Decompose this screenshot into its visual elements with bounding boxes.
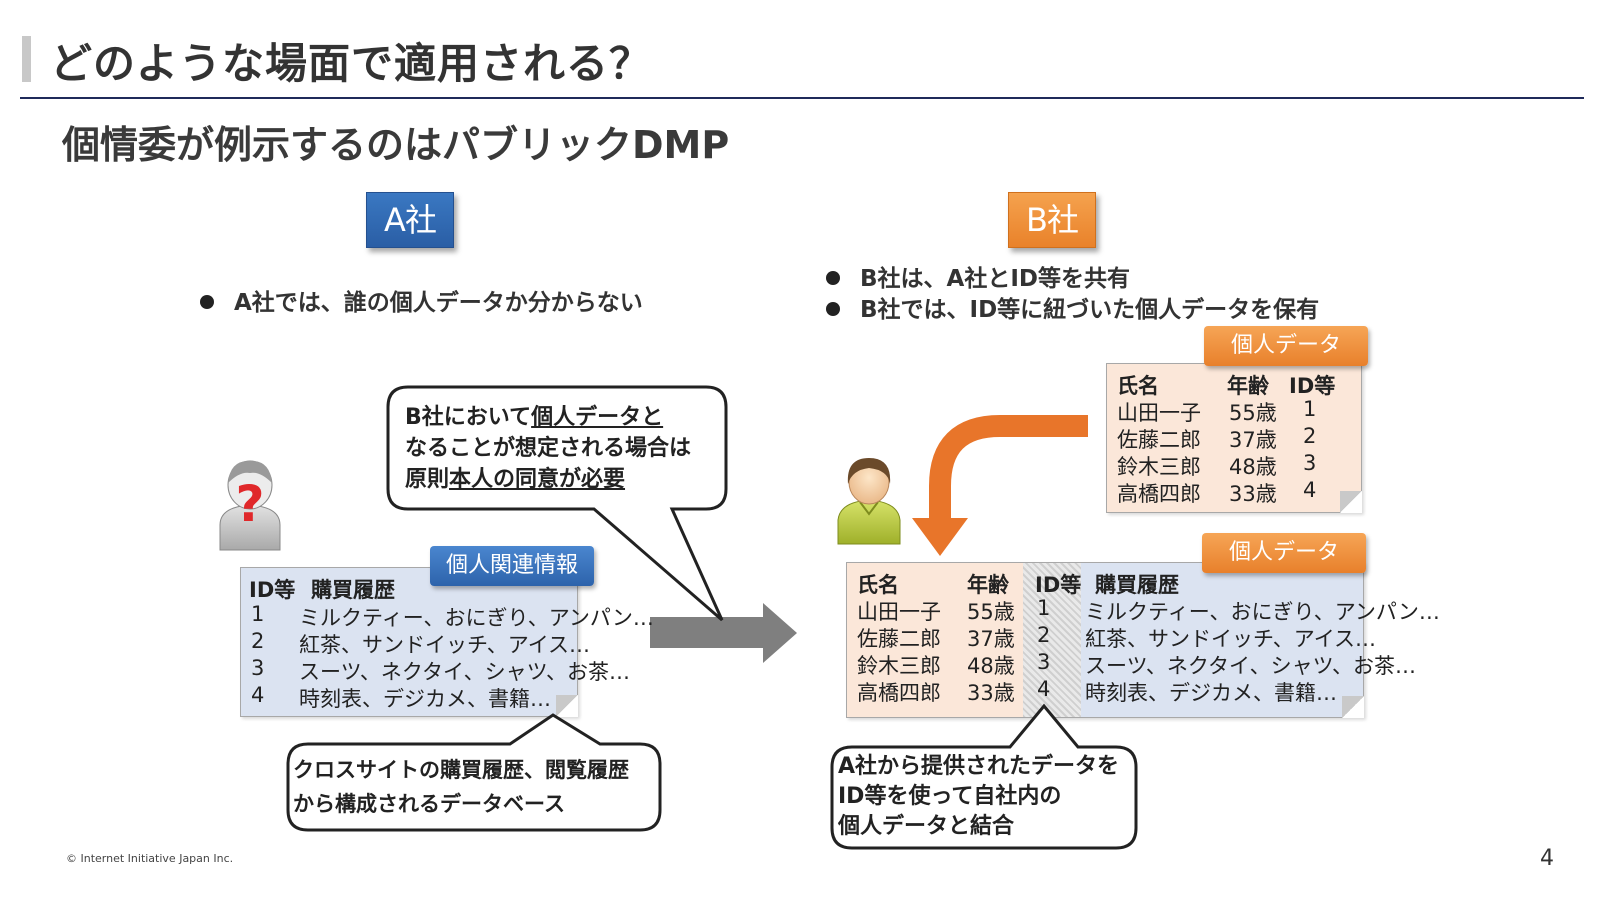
table-cell: 37歳 xyxy=(1229,428,1277,452)
company-b-personal-data-note: 氏名 年齢 ID等 山田一子 55歳 1 佐藤二郎 37歳 2 鈴木三郎 48歳… xyxy=(1106,363,1362,513)
table-cell: 4 xyxy=(1303,478,1317,502)
table-header: 年齢 xyxy=(967,573,1009,597)
table-cell: 55歳 xyxy=(1229,401,1277,425)
merge-callout-shape xyxy=(830,703,1138,850)
table-cell: 時刻表、デジカメ、書籍… xyxy=(1085,681,1337,705)
personal-data-tag-bottom: 個人データ xyxy=(1202,533,1366,573)
slide-title: どのような場面で適用される？ xyxy=(50,39,653,88)
table-cell: 2 xyxy=(1037,623,1051,647)
person-icon xyxy=(837,458,901,545)
table-cell: 4 xyxy=(251,683,265,707)
table-cell: 2 xyxy=(251,629,265,653)
title-accent-bar xyxy=(22,36,31,82)
slide-subtitle: 個情委が例示するのはパブリックDMP xyxy=(62,123,730,167)
consent-callout-shape xyxy=(386,385,728,622)
bullet-dot xyxy=(200,294,214,309)
database-callout-text: クロスサイトの購買履歴、閲覧履歴 から構成されるデータベース xyxy=(293,758,629,816)
table-cell: 2 xyxy=(1303,424,1317,448)
merged-id-column-shade xyxy=(1023,563,1081,717)
company-b-merged-data-note: 氏名 年齢 ID等 購買履歴 山田一子 55歳 1 ミルクティー、おにぎり、アン… xyxy=(846,562,1440,718)
table-header: ID等 xyxy=(249,578,296,602)
table-header: 氏名 xyxy=(1117,374,1159,398)
note-fold xyxy=(556,695,578,717)
table-cell: 33歳 xyxy=(1229,482,1277,506)
table-cell: 時刻表、デジカメ、書籍… xyxy=(299,687,551,711)
table-cell: 高橋四郎 xyxy=(857,681,941,705)
table-cell: 鈴木三郎 xyxy=(857,654,941,678)
table-cell: 佐藤二郎 xyxy=(1117,428,1201,452)
table-cell: 3 xyxy=(1037,650,1051,674)
table-header: 購買履歴 xyxy=(311,578,395,602)
database-callout-shape xyxy=(286,713,662,832)
table-cell: 佐藤二郎 xyxy=(857,627,941,651)
table-cell: 33歳 xyxy=(967,681,1015,705)
company-a-badge: A社 xyxy=(366,192,454,248)
note-fold xyxy=(1340,491,1362,513)
gray-transfer-arrow xyxy=(650,603,797,663)
table-cell: 高橋四郎 xyxy=(1117,482,1201,506)
bullet-dot xyxy=(826,301,840,316)
question-mark: ? xyxy=(235,475,264,533)
table-header: ID等 xyxy=(1035,573,1082,597)
company-b-bullet-1: B社は、A社とID等を共有 xyxy=(826,259,1130,293)
note-fold xyxy=(1342,696,1364,718)
table-header: 購買履歴 xyxy=(1095,573,1179,597)
table-header: 年齢 xyxy=(1227,374,1269,398)
personal-data-tag-top: 個人データ xyxy=(1204,326,1368,366)
table-cell: 鈴木三郎 xyxy=(1117,455,1201,479)
title-rule xyxy=(20,97,1584,99)
consent-callout-text: B社において個人データと なることが想定される場合は 原則本人の同意が必要 xyxy=(405,405,692,492)
table-cell: スーツ、ネクタイ、シャツ、お茶… xyxy=(299,660,630,684)
table-cell: 3 xyxy=(1303,451,1317,475)
table-cell: 48歳 xyxy=(1229,455,1277,479)
table-cell: 1 xyxy=(1303,397,1317,421)
table-cell: 1 xyxy=(1037,596,1051,620)
table-cell: 4 xyxy=(1037,677,1051,701)
bullet-dot xyxy=(826,270,840,285)
merge-callout-text: A社から提供されたデータを ID等を使って自社内の 個人データと結合 xyxy=(838,754,1120,839)
merged-personal-section xyxy=(847,563,1023,717)
company-b-bullet-2: B社では、ID等に紐づいた個人データを保有 xyxy=(826,290,1319,324)
table-cell: 山田一子 xyxy=(857,600,941,624)
table-cell: 山田一子 xyxy=(1117,401,1201,425)
unknown-person-icon: ? xyxy=(219,460,281,551)
copyright-footer: © Internet Initiative Japan Inc. xyxy=(66,852,234,865)
table-cell: 1 xyxy=(251,602,265,626)
table-cell: 37歳 xyxy=(967,627,1015,651)
company-a-bullet: A社では、誰の個人データか分からない xyxy=(200,283,643,317)
personal-related-info-tag: 個人関連情報 xyxy=(430,546,594,586)
table-cell: 48歳 xyxy=(967,654,1015,678)
table-cell: ミルクティー、おにぎり、アンパン… xyxy=(299,606,654,630)
orange-merge-arrow xyxy=(929,415,1088,520)
company-b-badge: B社 xyxy=(1008,192,1096,248)
page-number: 4 xyxy=(1540,846,1554,871)
table-cell: ミルクティー、おにぎり、アンパン… xyxy=(1085,600,1440,624)
table-cell: 紅茶、サンドイッチ、アイス… xyxy=(1085,627,1377,651)
table-cell: 紅茶、サンドイッチ、アイス… xyxy=(299,633,591,657)
table-header: ID等 xyxy=(1289,374,1336,398)
table-cell: 55歳 xyxy=(967,600,1015,624)
company-a-data-note: ID等 購買履歴 1 ミルクティー、おにぎり、アンパン… 2 紅茶、サンドイッチ… xyxy=(240,567,654,717)
table-header: 氏名 xyxy=(857,573,899,597)
table-cell: スーツ、ネクタイ、シャツ、お茶… xyxy=(1085,654,1416,678)
table-cell: 3 xyxy=(251,656,265,680)
